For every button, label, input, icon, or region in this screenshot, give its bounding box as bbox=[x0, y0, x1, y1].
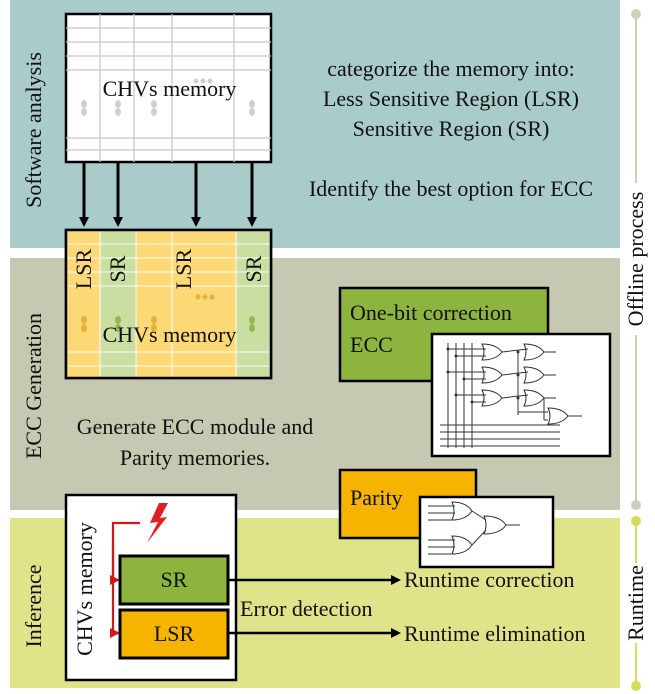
inference-memory-label: CHVs memory bbox=[72, 522, 97, 656]
runtime-elimination-text: Runtime elimination bbox=[404, 621, 586, 646]
generate-line-2: Parity memories. bbox=[119, 445, 271, 470]
inference-lsr-label: LSR bbox=[153, 621, 195, 646]
logic-circuit-icon bbox=[440, 343, 582, 448]
inference-sr-label: SR bbox=[160, 567, 188, 592]
memory-block-categorized bbox=[64, 228, 273, 380]
ecc-title-line-2: ECC bbox=[350, 332, 393, 357]
runtime-correction-text: Runtime correction bbox=[404, 567, 575, 592]
phase-label-runtime: Runtime bbox=[623, 563, 649, 643]
analysis-line-3: Sensitive Region (SR) bbox=[352, 116, 550, 141]
parity-label: Parity bbox=[350, 485, 403, 510]
region-label-lsr-2: LSR bbox=[171, 248, 196, 290]
identify-ecc-text: Identify the best option for ECC bbox=[308, 176, 594, 201]
analysis-line-2: Less Sensitive Region (LSR) bbox=[322, 86, 580, 111]
memory-block-top bbox=[64, 12, 273, 164]
parity-circuit-icon bbox=[428, 501, 520, 555]
categorize-arrows bbox=[79, 162, 257, 227]
memory-label-categorized: CHVs memory bbox=[102, 322, 237, 347]
runtime-arrows bbox=[228, 575, 401, 638]
generate-line-1: Generate ECC module and bbox=[76, 414, 314, 439]
lightning-icon bbox=[147, 503, 168, 543]
region-label-sr-2: SR bbox=[241, 255, 266, 283]
ecc-module-card bbox=[338, 286, 612, 458]
analysis-line-1: categorize the memory into: bbox=[327, 56, 575, 81]
memory-label-top: CHVs memory bbox=[102, 76, 237, 101]
region-label-lsr-1: LSR bbox=[71, 248, 96, 290]
region-label-sr-1: SR bbox=[105, 255, 130, 283]
ecc-title-line-1: One-bit correction bbox=[350, 300, 512, 325]
inference-panel bbox=[64, 493, 238, 682]
parity-memory-card bbox=[338, 468, 555, 569]
phase-label-offline: Offline process bbox=[623, 183, 649, 335]
error-detection-text: Error detection bbox=[240, 596, 373, 621]
